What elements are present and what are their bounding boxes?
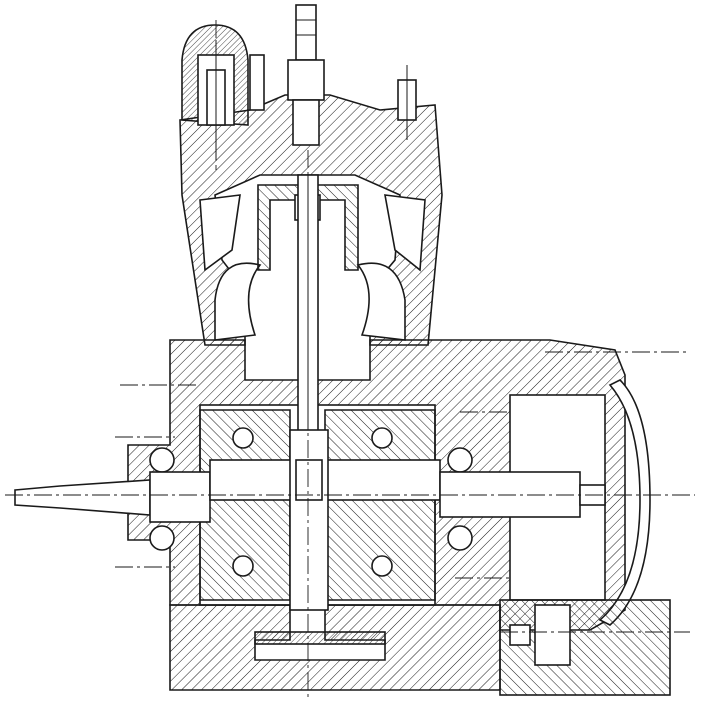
crankcase-base <box>169 599 671 696</box>
centerlines <box>5 20 695 700</box>
cylinder-housing <box>179 94 443 346</box>
spark-plug <box>287 4 325 146</box>
bearings <box>149 427 473 577</box>
oil-plug <box>397 65 417 140</box>
